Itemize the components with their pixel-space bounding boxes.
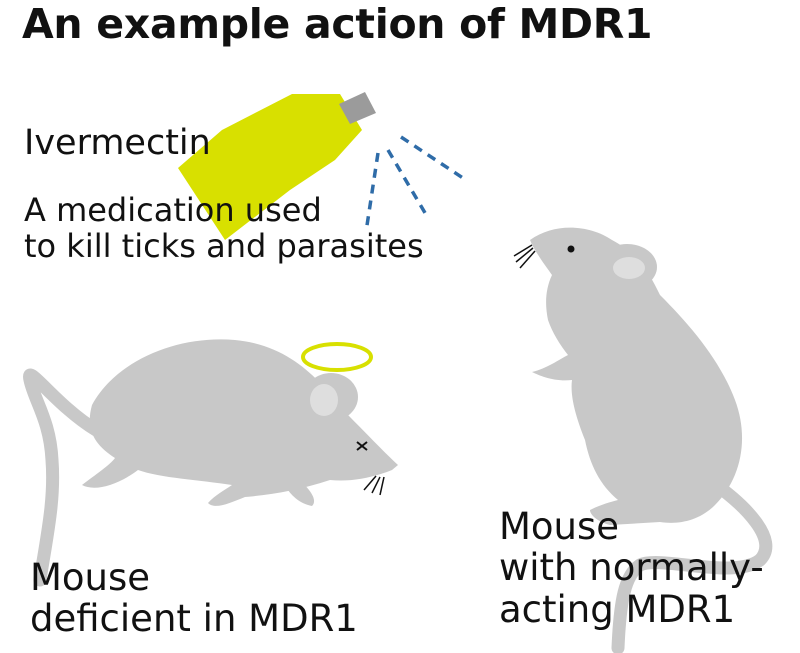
drug-description: A medication used to kill ticks and para… (24, 191, 424, 265)
drug-description-line: to kill ticks and parasites (24, 226, 424, 265)
mouse-lying-icon (22, 339, 398, 587)
bottle-body (178, 94, 362, 240)
spray-line-1 (364, 152, 380, 233)
lying-mouse-tail (22, 368, 103, 587)
spray-line-2 (386, 149, 430, 219)
spray-line-3 (400, 135, 467, 182)
normal-mouse-label: Mouse with normally- acting MDR1 (499, 505, 764, 631)
mouse-standing-icon (513, 227, 773, 653)
page-title: An example action of MDR1 (22, 0, 653, 48)
normal-label-line: acting MDR1 (499, 587, 736, 631)
halo-icon (301, 342, 373, 372)
spray-mist-icon (364, 135, 467, 233)
drug-description-line: A medication used (24, 191, 322, 229)
drug-name-label: Ivermectin (24, 123, 211, 163)
lying-mouse-ear-inner (310, 384, 338, 416)
lying-mouse-eye-x (356, 441, 368, 451)
spray-bottle-icon (178, 92, 376, 240)
deficient-label-line: Mouse (30, 556, 151, 599)
standing-mouse-body (530, 227, 743, 525)
normal-label-line: with normally- (499, 546, 764, 590)
deficient-mouse-label: Mouse deficient in MDR1 (30, 557, 358, 640)
deficient-label-line: deficient in MDR1 (30, 597, 358, 641)
standing-mouse-tail (611, 475, 773, 653)
standing-mouse-whiskers (513, 244, 536, 269)
lying-mouse-body (82, 339, 398, 506)
normal-label-line: Mouse (499, 505, 620, 548)
bottle-cap (339, 92, 376, 124)
lying-mouse-whiskers (363, 475, 385, 496)
standing-mouse-eye (567, 245, 575, 253)
lying-mouse-front-paw (285, 480, 315, 506)
standing-mouse-ear-inner (613, 257, 645, 279)
